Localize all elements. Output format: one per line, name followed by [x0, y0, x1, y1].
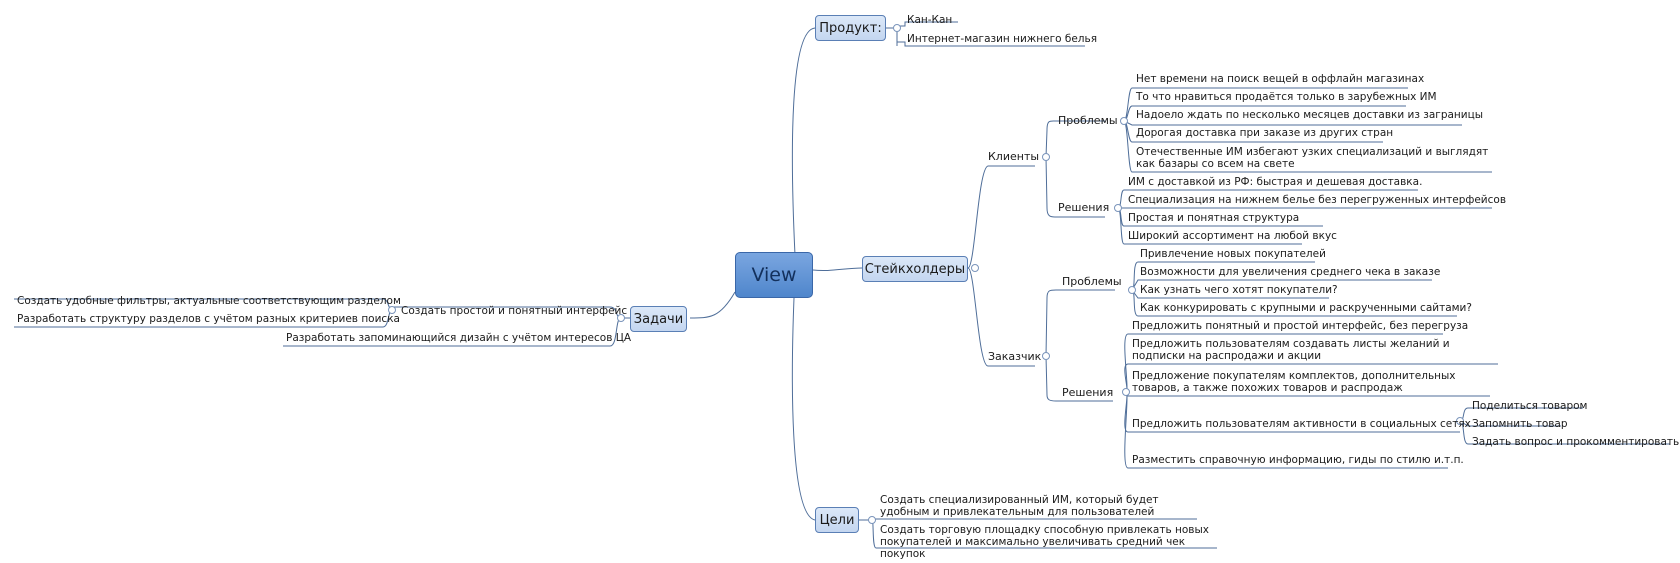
topic-stakeholders[interactable]: Стейкхолдеры — [862, 256, 968, 282]
social-ask[interactable]: Задать вопрос и прокомментировать — [1472, 436, 1680, 448]
client-problem-4[interactable]: Дорогая доставка при заказе из других ст… — [1136, 127, 1394, 139]
topic-tasks[interactable]: Задачи — [630, 306, 687, 332]
customer-label[interactable]: Заказчик — [988, 350, 1042, 363]
client-problem-3[interactable]: Надоело ждать по несколько месяцев доста… — [1136, 109, 1484, 121]
product-description[interactable]: Интернет-магазин нижнего белья — [907, 33, 1098, 45]
client-solution-2[interactable]: Специализация на нижнем белье без перегр… — [1128, 194, 1507, 206]
client-problem-2[interactable]: То что нравиться продаётся только в зару… — [1136, 91, 1437, 103]
client-solution-3[interactable]: Простая и понятная структура — [1128, 212, 1300, 224]
goal-1[interactable]: Создать специализированный ИМ, который б… — [880, 494, 1159, 518]
customer-problem-2[interactable]: Возможности для увеличения среднего чека… — [1140, 266, 1441, 278]
customer-problem-3[interactable]: Как узнать чего хотят покупатели? — [1140, 284, 1338, 296]
task-interface-structure[interactable]: Разработать структуру разделов с учётом … — [17, 313, 400, 325]
social-share[interactable]: Поделиться товаром — [1472, 400, 1588, 412]
task-design[interactable]: Разработать запоминающийся дизайн с учёт… — [286, 332, 632, 344]
clients-solutions-label[interactable]: Решения — [1058, 201, 1110, 214]
social-remember[interactable]: Запомнить товар — [1472, 418, 1568, 430]
task-interface-filters[interactable]: Создать удобные фильтры, актуальные соот… — [17, 295, 401, 307]
goal-2[interactable]: Создать торговую площадку способную прив… — [880, 524, 1209, 560]
customer-solutions-label[interactable]: Решения — [1062, 386, 1114, 399]
topic-goals[interactable]: Цели — [815, 507, 859, 533]
customer-problem-4[interactable]: Как конкурировать с крупными и раскручен… — [1140, 302, 1472, 314]
customer-problem-1[interactable]: Привлечение новых покупателей — [1140, 248, 1326, 260]
root-topic[interactable]: View — [735, 252, 813, 298]
client-solution-4[interactable]: Широкий ассортимент на любой вкус — [1128, 230, 1337, 242]
product-name[interactable]: Кан-Кан — [907, 14, 953, 26]
clients-label[interactable]: Клиенты — [988, 150, 1040, 163]
customer-problems-label[interactable]: Проблемы — [1062, 275, 1122, 288]
clients-problems-label[interactable]: Проблемы — [1058, 114, 1118, 127]
customer-solution-4[interactable]: Предложить пользователям активности в со… — [1132, 418, 1471, 430]
customer-solution-1[interactable]: Предложить понятный и простой интерфейс,… — [1132, 320, 1469, 332]
customer-solution-5[interactable]: Разместить справочную информацию, гиды п… — [1132, 454, 1464, 466]
client-solution-1[interactable]: ИМ с доставкой из РФ: быстрая и дешевая … — [1128, 176, 1423, 188]
task-interface[interactable]: Создать простой и понятный интерфейс — [401, 305, 628, 317]
client-problem-1[interactable]: Нет времени на поиск вещей в оффлайн маг… — [1136, 73, 1425, 85]
customer-solution-2[interactable]: Предложить пользователям создавать листы… — [1132, 338, 1450, 362]
client-problem-5[interactable]: Отечественные ИМ избегают узких специали… — [1136, 146, 1489, 170]
topic-product[interactable]: Продукт: — [815, 15, 886, 41]
customer-solution-3[interactable]: Предложение покупателям комплектов, допо… — [1132, 370, 1456, 394]
